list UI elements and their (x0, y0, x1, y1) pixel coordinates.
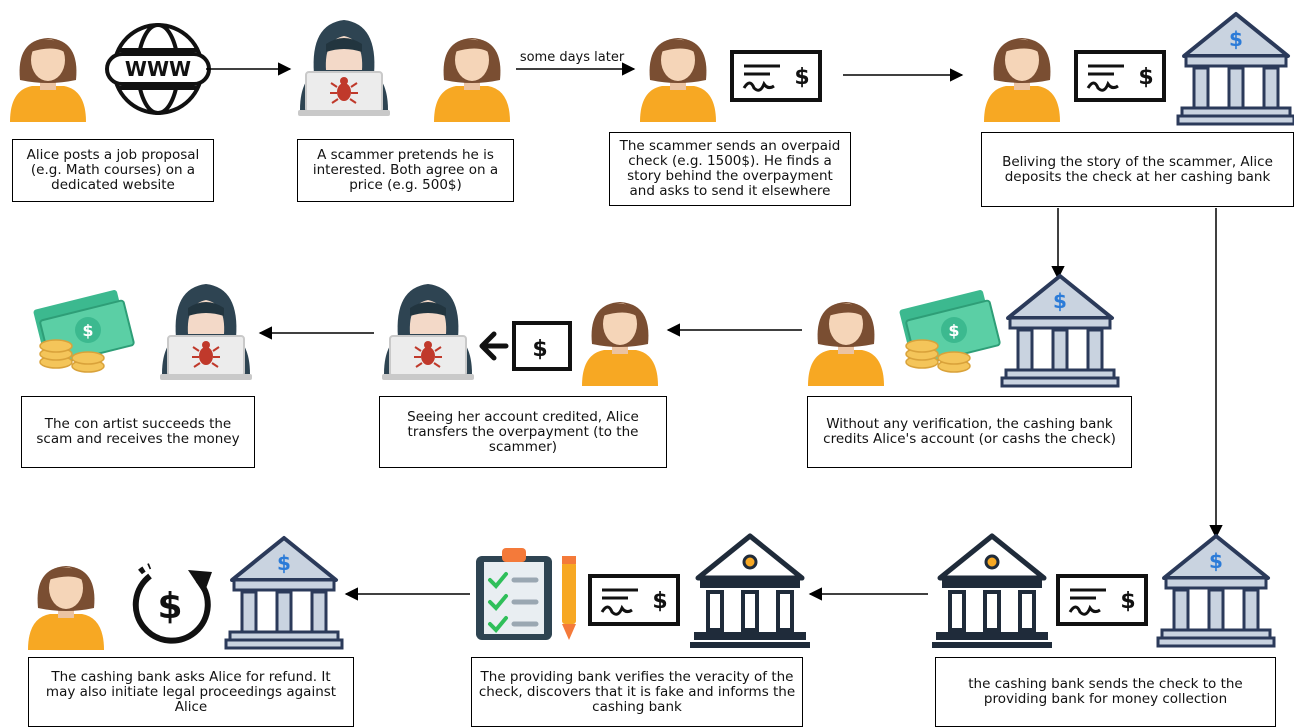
checklist-icon (476, 548, 576, 640)
step-credit-caption: Without any verification, the cashing ba… (807, 396, 1132, 468)
check-icon (730, 50, 822, 102)
svg-text:$: $ (532, 337, 547, 362)
svg-text:$: $ (157, 586, 182, 627)
step-deposit-caption: Beliving the story of the scammer, Alice… (981, 132, 1294, 207)
globe-icon: WWW (105, 23, 211, 115)
cash-icon (31, 288, 136, 373)
money-transfer-icon: $ (479, 321, 572, 371)
edge-label-some-days-later: some days later (520, 50, 625, 65)
alice-icon (582, 302, 658, 386)
alice-icon (808, 302, 884, 386)
check-icon (588, 574, 680, 626)
scammer-icon (381, 283, 475, 381)
alice-icon (984, 38, 1060, 122)
check-icon (1074, 50, 1166, 102)
cashing-bank-icon (1000, 274, 1120, 388)
step-verify-caption: The providing bank verifies the veracity… (471, 657, 803, 727)
step-send-caption: the cashing bank sends the check to the … (935, 657, 1276, 727)
cashing-bank-icon (224, 536, 344, 650)
cashing-bank-icon (1176, 12, 1294, 126)
alice-icon (28, 566, 104, 650)
step-transfer-caption: Seeing her account credited, Alice trans… (379, 396, 667, 468)
step-overpaid-caption: The scammer sends an overpaid check (e.g… (609, 132, 851, 206)
step-success-caption: The con artist succeeds the scam and rec… (21, 396, 255, 468)
cashing-bank-icon (1156, 534, 1276, 648)
check-icon (1056, 574, 1148, 626)
www-label: WWW (125, 57, 191, 81)
refund-icon: $ (132, 563, 212, 644)
providing-bank-icon (932, 536, 1052, 648)
scammer-icon (159, 283, 253, 381)
providing-bank-icon (690, 536, 810, 648)
scammer-icon (297, 19, 391, 117)
step-refund-caption: The cashing bank asks Alice for refund. … (28, 657, 354, 727)
alice-icon (434, 38, 510, 122)
step-pretend-caption: A scammer pretends he is interested. Bot… (297, 139, 514, 202)
alice-icon (10, 38, 86, 122)
cash-icon (897, 288, 1002, 373)
step-post-caption: Alice posts a job proposal (e.g. Math co… (12, 139, 214, 202)
alice-icon (640, 38, 716, 122)
